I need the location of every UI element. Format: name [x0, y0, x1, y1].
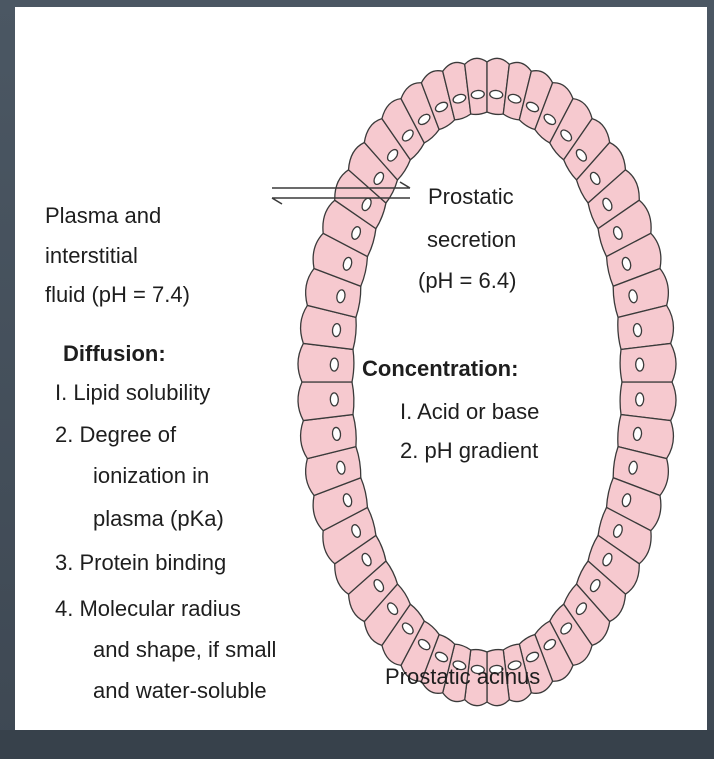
cell-nucleus [330, 358, 338, 371]
diffusion-item-4-line2: and shape, if small [93, 636, 276, 663]
epithelial-cell-layer [298, 58, 676, 705]
cell-nucleus [635, 358, 643, 371]
plasma-label-line3: fluid (pH = 7.4) [45, 281, 190, 308]
diffusion-item-2-line2: ionization in [93, 462, 209, 489]
diffusion-item-1: I. Lipid solubility [55, 379, 210, 406]
diffusion-item-3: 3. Protein binding [55, 549, 226, 576]
diffusion-item-2-line1: 2. Degree of [55, 421, 176, 448]
acinus-label: Prostatic acinus [385, 663, 540, 690]
secretion-label-line1: Prostatic [428, 183, 514, 210]
cell-nucleus [330, 393, 338, 406]
diffusion-heading: Diffusion: [63, 340, 166, 367]
plasma-label-line1: Plasma and [45, 202, 161, 229]
secretion-label-line2: secretion [427, 226, 516, 253]
concentration-item-2: 2. pH gradient [400, 437, 538, 464]
diffusion-item-4-line3: and water-soluble [93, 677, 267, 704]
cell-nucleus [635, 393, 643, 406]
concentration-item-1: I. Acid or base [400, 398, 539, 425]
epithelial-cell [298, 343, 354, 382]
epithelial-cell [298, 382, 354, 421]
epithelial-cell [620, 382, 676, 421]
plasma-label-line2: interstitial [45, 242, 138, 269]
concentration-heading: Concentration: [362, 355, 518, 382]
secretion-label-line3: (pH = 6.4) [418, 267, 516, 294]
diffusion-item-2-line3: plasma (pKa) [93, 505, 224, 532]
epithelial-cell [620, 343, 676, 382]
diffusion-item-4-line1: 4. Molecular radius [55, 595, 241, 622]
